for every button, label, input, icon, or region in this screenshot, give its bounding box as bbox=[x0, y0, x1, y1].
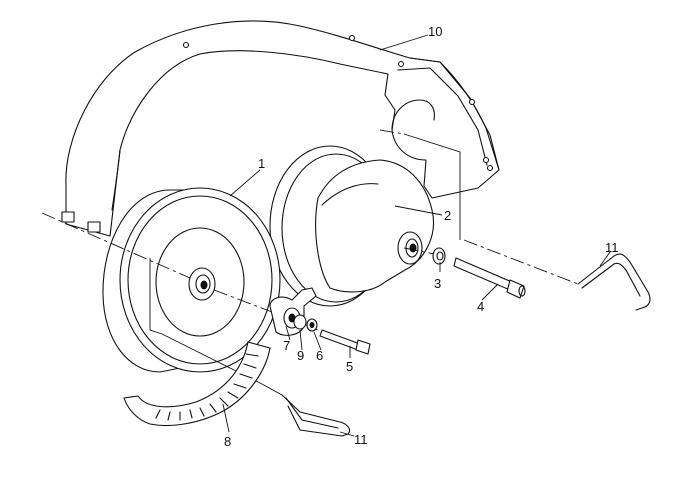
guard-rivet bbox=[397, 60, 405, 68]
hairpin-clip-upper bbox=[577, 253, 651, 311]
idler-arm-assembly bbox=[269, 287, 318, 336]
guard-rivet bbox=[348, 34, 356, 42]
callout-10: 10 bbox=[428, 24, 442, 39]
callout-4: 4 bbox=[477, 299, 484, 314]
bolt-short bbox=[319, 329, 371, 355]
drive-pulley bbox=[102, 187, 281, 373]
belt-guard-cover bbox=[61, 20, 500, 237]
callout-1: 1 bbox=[258, 156, 265, 171]
guard-slot-2 bbox=[87, 221, 101, 233]
washer bbox=[432, 247, 446, 265]
callout-6: 6 bbox=[316, 348, 323, 363]
callout-9: 9 bbox=[297, 348, 304, 363]
callout-3: 3 bbox=[434, 276, 441, 291]
guard-rivet bbox=[486, 164, 494, 172]
callout-2: 2 bbox=[444, 208, 451, 223]
callout-11-lower: 11 bbox=[354, 432, 368, 447]
hairpin-clip-lower bbox=[281, 394, 351, 437]
leader-lines bbox=[222, 34, 611, 437]
guard-rivet bbox=[482, 156, 490, 164]
driven-pulley bbox=[269, 145, 434, 307]
toothed-belt bbox=[123, 341, 271, 427]
guard-rivet bbox=[182, 41, 190, 49]
guard-slot-1 bbox=[61, 211, 75, 223]
guard-rivet bbox=[468, 98, 476, 106]
callout-8: 8 bbox=[224, 434, 231, 449]
bolt-long bbox=[453, 257, 526, 299]
callout-11-upper: 11 bbox=[605, 240, 619, 255]
centre-lines bbox=[41, 129, 579, 396]
callout-7: 7 bbox=[283, 338, 290, 353]
callout-5: 5 bbox=[346, 359, 353, 374]
